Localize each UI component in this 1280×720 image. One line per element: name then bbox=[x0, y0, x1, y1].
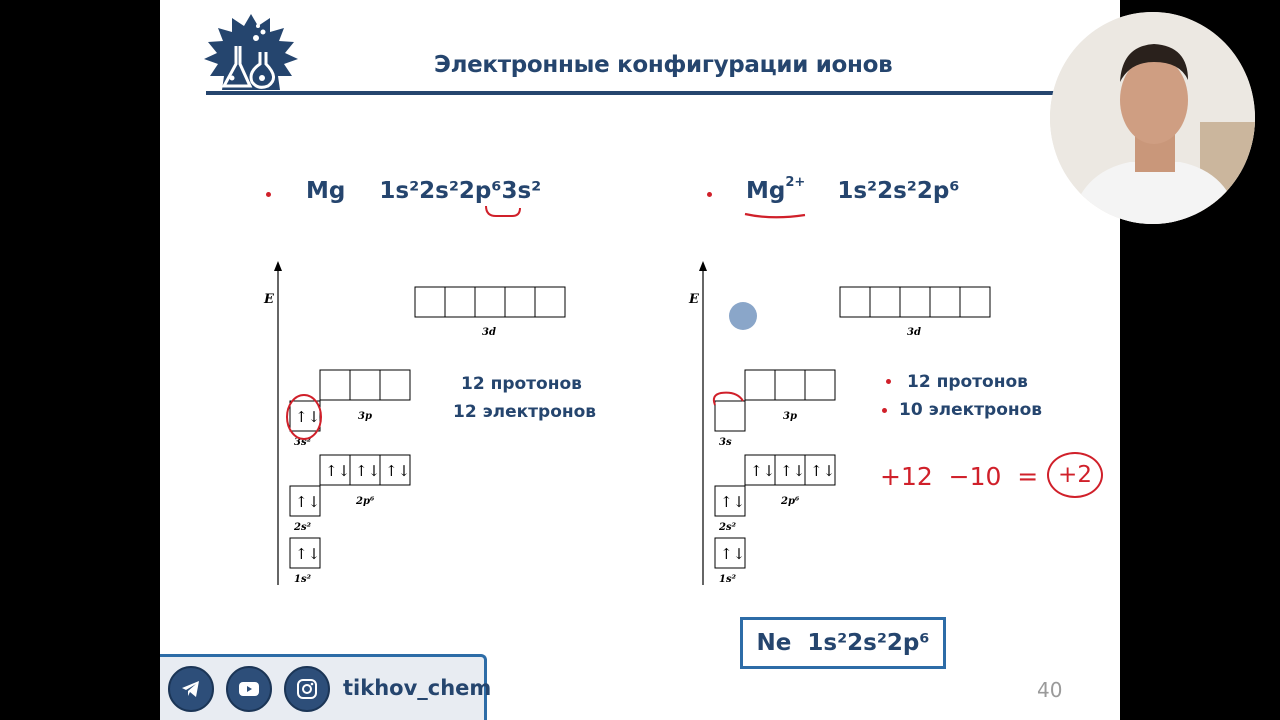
charge-result: +2 bbox=[1047, 452, 1103, 498]
mg-ion-orbital-diagram: E 3d 3p 3s ↑↓ ↑↓ ↑↓ 2p⁶ ↑↓ 2s² ↑↓ 1s² bbox=[685, 255, 1105, 595]
charge-result-value: +2 bbox=[1058, 462, 1092, 488]
title-divider bbox=[206, 91, 1066, 95]
ne-symbol: Ne bbox=[757, 630, 792, 656]
mg-config-main: 1s²2s²2p⁶ bbox=[379, 178, 501, 204]
svg-text:↑↓: ↑↓ bbox=[295, 545, 320, 563]
orbital-1s-label: 1s² bbox=[719, 574, 737, 585]
mg-config-valence: 3s² bbox=[501, 178, 541, 204]
valence-bracket bbox=[482, 204, 524, 220]
right-protons: 12 протонов bbox=[907, 372, 1028, 392]
left-protons: 12 протонов bbox=[461, 374, 582, 394]
energy-axis-label: E bbox=[263, 292, 275, 307]
mg-formula: Mg 1s²2s²2p⁶3s² bbox=[306, 178, 541, 204]
social-handle: tikhov_chem bbox=[343, 676, 491, 700]
chemistry-logo bbox=[196, 12, 306, 96]
electron-pair: ↑↓ bbox=[295, 408, 320, 426]
svg-text:↑↓: ↑↓ bbox=[750, 462, 775, 480]
mg-ion-symbol: Mg bbox=[746, 178, 785, 204]
orbital-3p-label: 3p bbox=[358, 411, 372, 422]
mg-ion-formula: Mg2+ 1s²2s²2p⁶ bbox=[746, 178, 959, 204]
right-electrons: 10 электронов bbox=[899, 400, 1042, 420]
page-number: 40 bbox=[1037, 678, 1062, 702]
bullet-dot bbox=[266, 192, 271, 197]
left-electrons: 12 электронов bbox=[453, 402, 596, 422]
bullet-dot bbox=[707, 192, 712, 197]
svg-text:↑↓: ↑↓ bbox=[720, 493, 745, 511]
energy-axis-label: E bbox=[688, 292, 700, 307]
svg-text:↑↓: ↑↓ bbox=[355, 462, 380, 480]
mg-ion-charge: 2+ bbox=[785, 175, 805, 190]
presenter-webcam bbox=[1050, 12, 1255, 224]
mg-symbol: Mg bbox=[306, 178, 345, 204]
orbital-2s-label: 2s² bbox=[293, 522, 312, 533]
bullet-dot bbox=[882, 408, 887, 413]
svg-text:↑↓: ↑↓ bbox=[720, 545, 745, 563]
instagram-icon[interactable] bbox=[284, 666, 330, 712]
bullet-dot bbox=[886, 379, 891, 384]
mg-orbital-diagram: E 3d 3p ↑↓ 3s² ↑↓ ↑↓ ↑↓ 2p⁶ ↑↓ 2s² bbox=[260, 255, 680, 595]
svg-text:↑↓: ↑↓ bbox=[810, 462, 835, 480]
charge-calculation: +12 −10 = bbox=[880, 462, 1038, 491]
youtube-icon[interactable] bbox=[226, 666, 272, 712]
orbital-2p-label: 2p⁶ bbox=[780, 496, 800, 507]
pointer-dot bbox=[729, 302, 757, 330]
svg-text:↑↓: ↑↓ bbox=[295, 493, 320, 511]
orbital-3d-label: 3d bbox=[482, 327, 496, 338]
orbital-1s-label: 1s² bbox=[294, 574, 312, 585]
svg-text:↑↓: ↑↓ bbox=[385, 462, 410, 480]
svg-text:↑↓: ↑↓ bbox=[325, 462, 350, 480]
orbital-2s-label: 2s² bbox=[718, 522, 737, 533]
ne-config: 1s²2s²2p⁶ bbox=[807, 630, 929, 656]
noble-gas-box: Ne 1s²2s²2p⁶ bbox=[740, 617, 946, 669]
orbital-3s-label: 3s bbox=[719, 437, 732, 448]
telegram-icon[interactable] bbox=[168, 666, 214, 712]
slide-title: Электронные конфигурации ионов bbox=[434, 52, 892, 78]
svg-text:↑↓: ↑↓ bbox=[780, 462, 805, 480]
orbital-3d-label: 3d bbox=[907, 327, 921, 338]
presentation-slide: Электронные конфигурации ионов Mg 1s²2s²… bbox=[160, 0, 1120, 720]
mg-ion-config: 1s²2s²2p⁶ bbox=[837, 178, 959, 204]
ion-underline bbox=[742, 210, 808, 222]
orbital-3p-label: 3p bbox=[783, 411, 797, 422]
orbital-2p-label: 2p⁶ bbox=[355, 496, 375, 507]
